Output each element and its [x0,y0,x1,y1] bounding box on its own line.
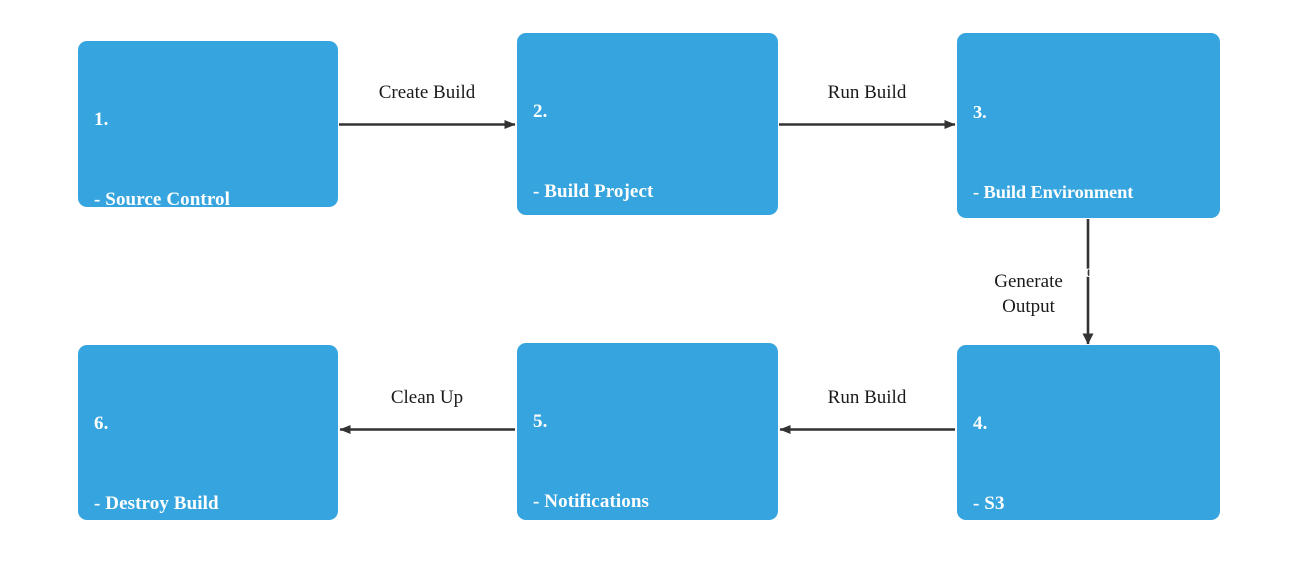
edge-label-clean-up: Clean Up [390,387,464,408]
process-node-2[interactable]: 2. - Build Project - Source Control - Bu… [517,33,778,440]
edge-label-run-build-bottom: Run Build [827,387,907,408]
node-4-number: 4. [973,413,988,434]
node-1-number: 1. [94,109,109,130]
node-2-item-0: - Build Project [533,180,654,202]
node-1-item-1: - CodeCommit [94,268,215,289]
edge-label-generate-output-line2: Output [1002,296,1055,317]
process-node-1[interactable]: 1. - Source Control - CodeCommit - GitHu… [78,41,338,369]
node-4-item-0: - S3 [973,492,1005,514]
node-6-number: 6. [94,413,109,434]
edge-label-create-build: Create Build [378,82,476,103]
node-3-item-0: - Build Environment [973,181,1134,202]
process-node-3[interactable]: 3. - Build Environment - Create Environm… [957,33,1220,440]
edge-label-run-build-top: Run Build [827,82,907,103]
node-3-number: 3. [973,102,987,122]
edge-label-generate-output-line1: Generate [994,271,1063,292]
process-node-4[interactable]: 4. - S3 - Deployable Artifacts [957,345,1220,520]
node-1-item-0: - Source Control [94,188,231,210]
edge-label-generate-output: Generate Output [958,244,1080,344]
node-2-item-1: - Source Control [533,260,670,281]
node-2-number: 2. [533,101,548,122]
node-5-item-0: - Notifications [533,490,650,512]
process-node-6[interactable]: 6. - Destroy Build Envornment & Cleanup [78,345,338,520]
process-node-5[interactable]: 5. - Notifications - SNS - CloutWatch [517,343,778,520]
node-3-item-1: - Create Environment [973,261,1143,281]
node-5-number: 5. [533,411,548,432]
node-6-item-0: - Destroy Build [94,492,219,514]
